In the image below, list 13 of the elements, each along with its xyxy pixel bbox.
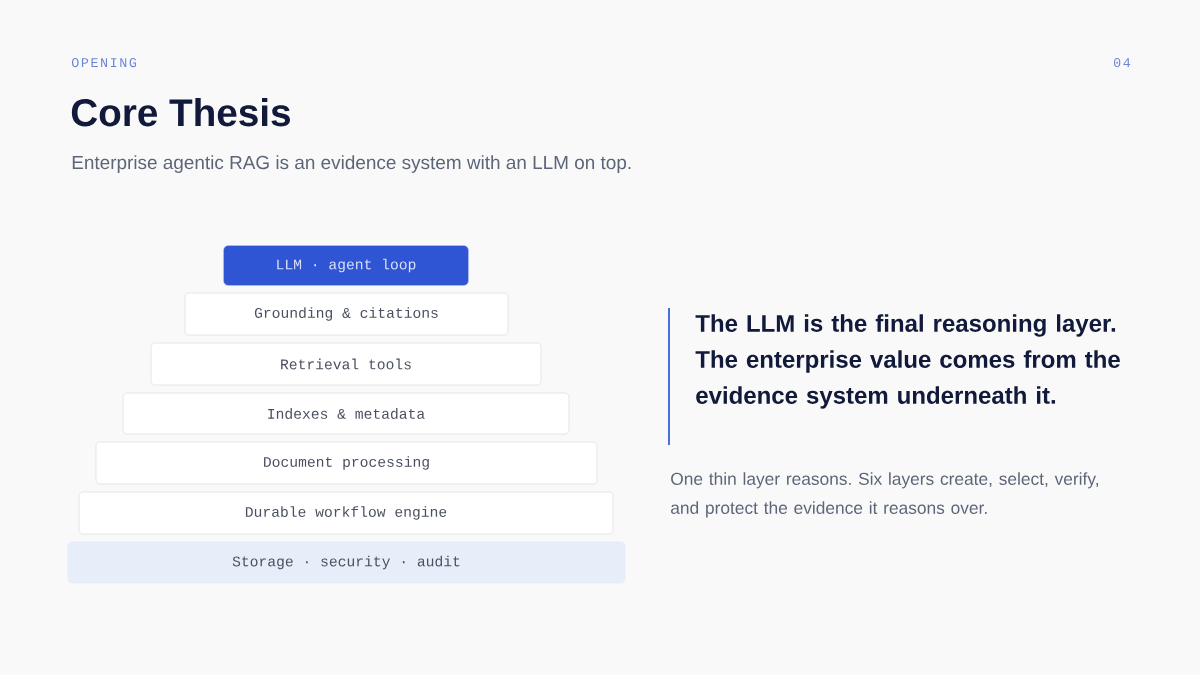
layer-box: Durable workflow engine xyxy=(78,491,614,535)
section-label: OPENING xyxy=(71,58,137,68)
layer-box: Grounding & citations xyxy=(184,292,509,336)
layer-box: Indexes & metadata xyxy=(122,392,570,435)
layer-box: Document processing xyxy=(95,441,598,485)
layer-box: LLM · agent loop xyxy=(223,245,469,286)
layer-box: Storage · security · audit xyxy=(67,541,626,584)
pull-quote: The LLM is the final reasoning layer. The enterprise value comes from the evidence system underneath it. xyxy=(695,314,1120,409)
subtitle: Enterprise agentic RAG is an evidence system with an LLM on top. xyxy=(72,155,631,173)
page-number: 04 xyxy=(1113,58,1131,68)
title: Core Thesis xyxy=(71,98,290,127)
body-text: One thin layer reasons. Six layers create, select, verify, and protect the evidence it reasons over. xyxy=(671,472,1098,518)
layer-box: Retrieval tools xyxy=(150,342,542,386)
